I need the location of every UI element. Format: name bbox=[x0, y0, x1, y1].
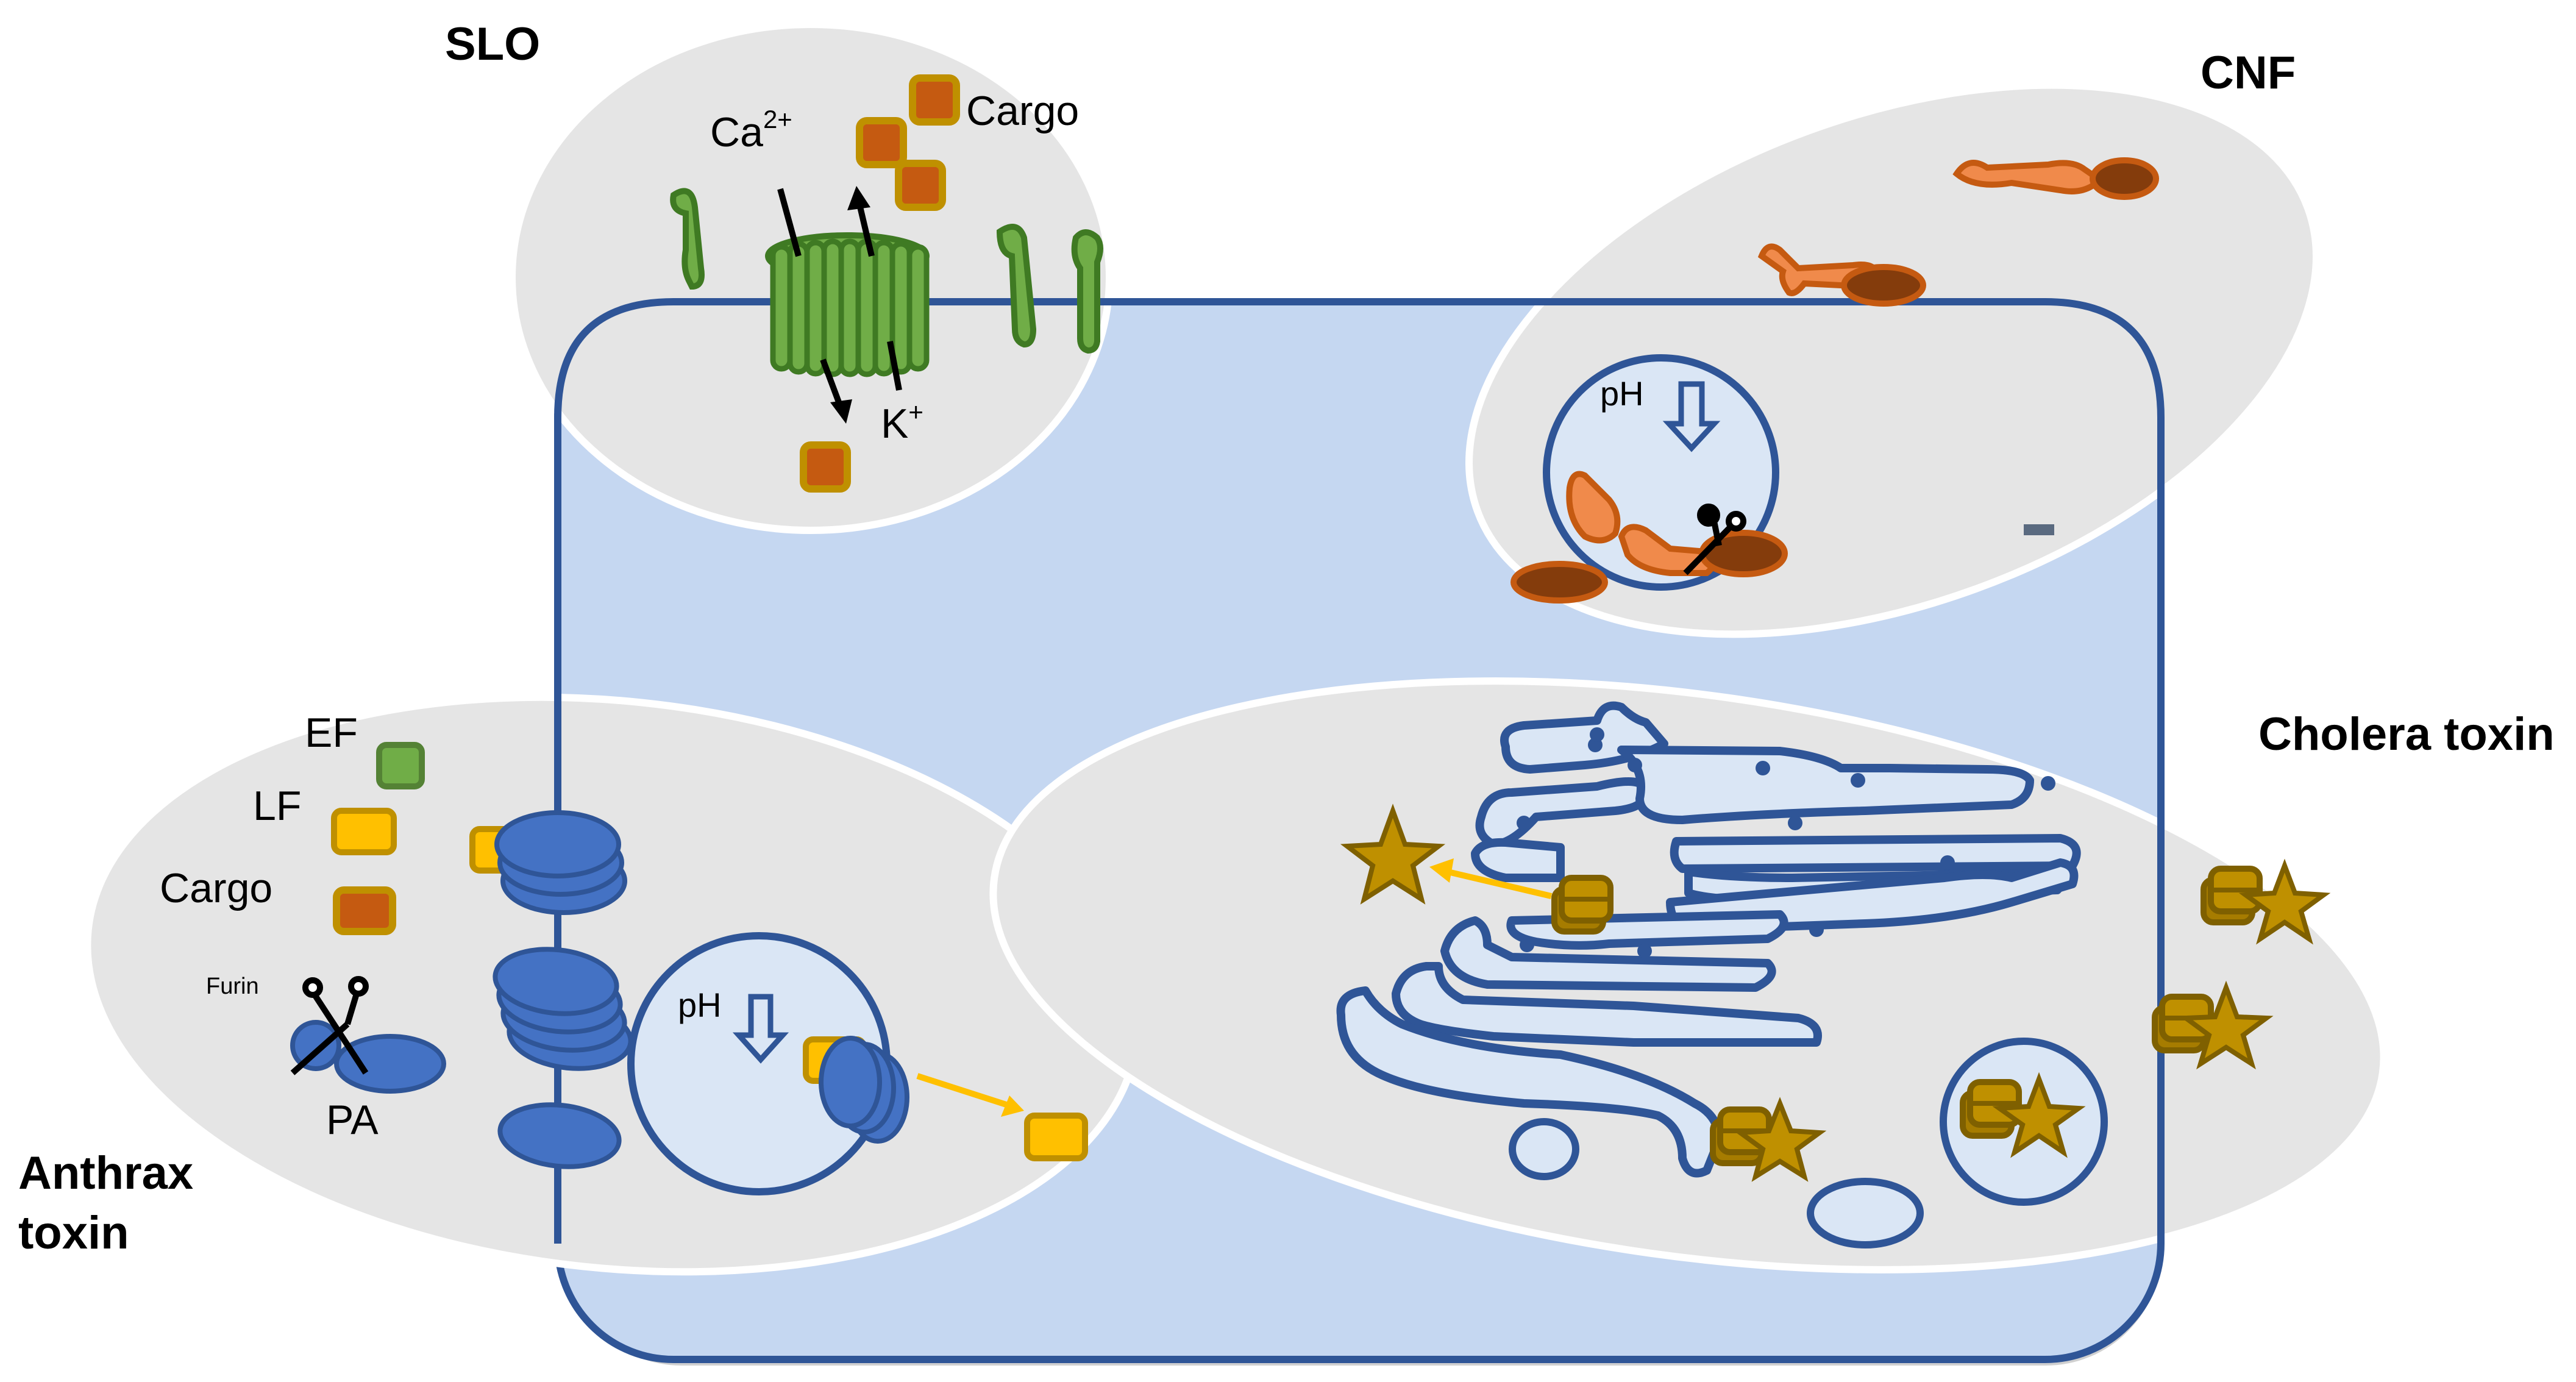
slo-pore bbox=[765, 232, 930, 377]
slo-monomer bbox=[996, 224, 1037, 348]
cell-membrane-top bbox=[554, 298, 2165, 418]
pa-pore bbox=[819, 1036, 909, 1144]
anthrax-ph-label: pH bbox=[678, 986, 722, 1024]
cargo-square bbox=[333, 886, 396, 935]
vesicle bbox=[1807, 1178, 1924, 1248]
anthrax-region: Anthrax toxin EF LF Cargo Furin PA bbox=[18, 710, 1088, 1259]
ef-label: EF bbox=[305, 710, 358, 756]
anthrax-title-line2: toxin bbox=[18, 1207, 129, 1259]
cnf-toxin-domain bbox=[2090, 157, 2159, 200]
ph-down-arrow bbox=[732, 994, 789, 1064]
potassium-efflux-line bbox=[887, 341, 902, 391]
slo-cargo-label: Cargo bbox=[966, 88, 1079, 134]
protease-scissors-icon bbox=[1683, 504, 1746, 575]
cnf-toxin-domain bbox=[1510, 561, 1608, 604]
calcium-label: Ca2+ bbox=[710, 105, 792, 155]
slo-title: SLO bbox=[445, 18, 540, 70]
furin-scissors-icon bbox=[290, 976, 369, 1075]
ph-down-arrow bbox=[1662, 381, 1721, 452]
cnf-ph-label: pH bbox=[1600, 374, 1644, 413]
cnf-toxin-domain bbox=[1699, 530, 1788, 577]
arrowhead bbox=[1429, 858, 1454, 883]
slo-monomer bbox=[1071, 229, 1103, 354]
cnf-title: CNF bbox=[2201, 47, 2296, 99]
golgi-vesicle-buds bbox=[1517, 727, 2055, 958]
cargo-square bbox=[856, 117, 907, 168]
potassium-label: K+ bbox=[881, 397, 923, 447]
ct-holotoxin bbox=[1554, 878, 1610, 931]
ct-a-subunit-star bbox=[1733, 1097, 1827, 1182]
cargo-square bbox=[909, 74, 960, 126]
arrowhead bbox=[847, 186, 870, 210]
arrowhead bbox=[830, 399, 852, 424]
membrane-stub bbox=[2024, 524, 2054, 535]
pa-fragment bbox=[290, 1020, 341, 1071]
lf-label: LF bbox=[253, 783, 301, 829]
pa-monomer bbox=[497, 1102, 622, 1169]
ef-square bbox=[376, 742, 425, 789]
arrowhead bbox=[1001, 1095, 1024, 1117]
pa-label: PA bbox=[326, 1097, 379, 1143]
cargo-square bbox=[895, 160, 946, 211]
cargo-entry-arrow bbox=[820, 358, 843, 407]
ct-a-subunit-star bbox=[2179, 980, 2274, 1070]
cnf-toxin-domain bbox=[1841, 264, 1926, 307]
ct-a-subunit-star bbox=[1340, 803, 1446, 905]
slo-region: SLO Ca2+ Cargo K+ bbox=[445, 18, 1103, 493]
cnf-region: CNF pH bbox=[1510, 47, 2296, 604]
anthrax-title-line1: Anthrax bbox=[18, 1147, 193, 1199]
cholera-title: Cholera toxin bbox=[2258, 708, 2555, 760]
lf-square bbox=[331, 808, 397, 855]
cnf-toxin bbox=[1566, 471, 1621, 544]
slo-monomer bbox=[670, 188, 705, 290]
ct-a-subunit-star bbox=[2238, 858, 2331, 945]
lf-square bbox=[1024, 1113, 1088, 1161]
cholera-region: Cholera toxin bbox=[1336, 701, 2555, 1248]
calcium-influx-line bbox=[777, 188, 802, 257]
ct-a-subunit-star bbox=[1992, 1072, 2086, 1158]
cargo-efflux-arrow bbox=[856, 203, 875, 257]
vesicle bbox=[1509, 1118, 1579, 1180]
anthrax-cargo-label: Cargo bbox=[160, 865, 272, 911]
ct-a-release-arrow bbox=[1446, 869, 1553, 899]
pa-protein bbox=[334, 1034, 446, 1094]
cargo-square bbox=[800, 441, 851, 493]
furin-label: Furin bbox=[206, 974, 259, 999]
pa-prepore bbox=[497, 813, 625, 913]
lf-translocation-arrow bbox=[916, 1073, 1013, 1110]
